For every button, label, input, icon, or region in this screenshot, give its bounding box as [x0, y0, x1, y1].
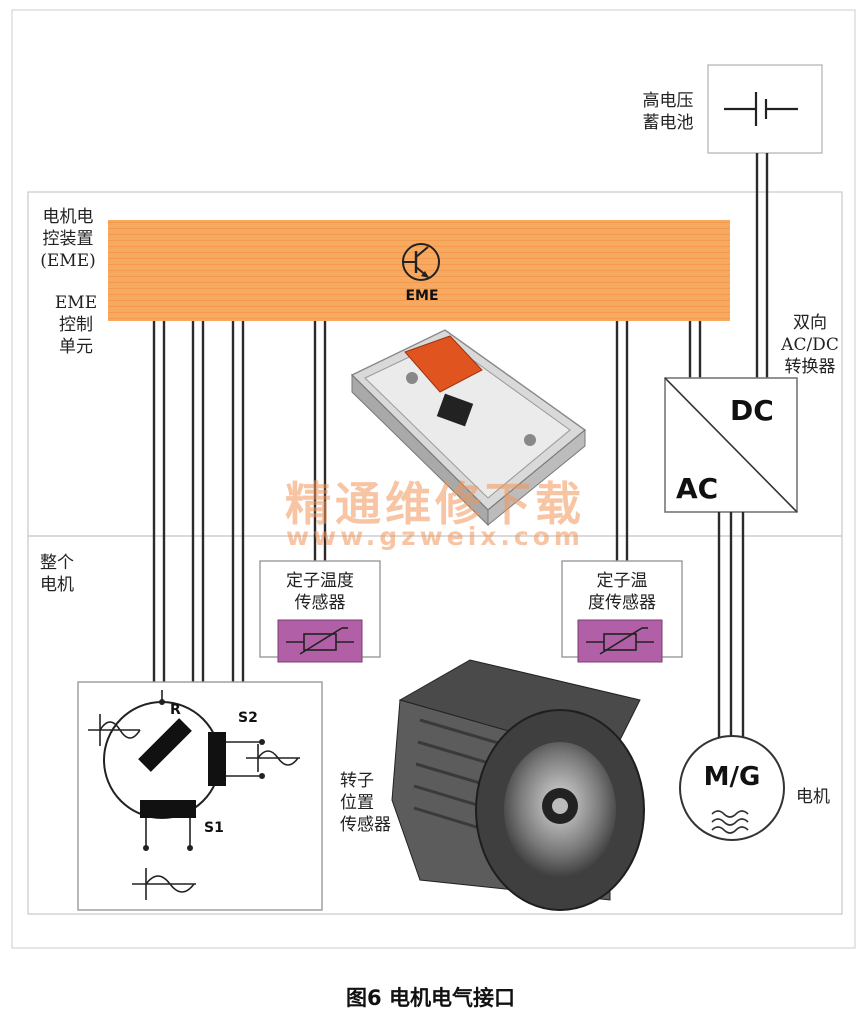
motor-label: 电机 — [796, 787, 830, 807]
motor-zone — [27, 535, 843, 915]
resolver-leads — [145, 690, 262, 848]
mg-label: M/G — [703, 762, 761, 792]
ac-label: AC — [676, 472, 719, 505]
sine-wave-icon — [132, 868, 196, 900]
converter-diagonal — [664, 377, 798, 513]
eme-chip-label: EME — [405, 288, 439, 304]
stator-sensor-wires — [313, 321, 629, 561]
tilde-wave-icon — [711, 810, 749, 834]
figure-caption: 图6 电机电气接口 — [346, 986, 515, 1010]
sine-wave-icon — [246, 744, 300, 772]
sine-wave-icon — [88, 714, 141, 746]
stator-sensor-right-label: 定子温 度传感器 — [588, 571, 656, 613]
battery-wires — [755, 153, 769, 378]
watermark-url: www.gzweix.com — [286, 522, 584, 551]
transistor-icon — [402, 243, 440, 281]
motor-illustration — [391, 659, 645, 911]
page-frame — [11, 9, 856, 949]
motor-wires — [717, 512, 745, 748]
whole-motor-label: 整个 电机 — [40, 553, 74, 595]
eme-unit-illustration — [350, 329, 587, 527]
rotor-sensor-label: 转子 位置 传感器 — [340, 771, 391, 835]
stator-sensor-left-label: 定子温度 传感器 — [286, 571, 354, 613]
rotor-winding — [138, 718, 192, 772]
resolver-s1-label: S1 — [204, 820, 224, 836]
thermistor-icon — [286, 627, 354, 655]
resolver-terminals — [143, 699, 265, 851]
hv-battery-label: 高电压 蓄电池 — [642, 91, 694, 133]
eme-name-label: 电机电 控装置 (EME) — [40, 207, 96, 271]
eme-converter-wires — [688, 321, 702, 378]
thermistor-icon — [586, 627, 654, 655]
eme-unit-label: EME 控制 单元 — [54, 293, 98, 357]
resolver-r-label: R — [170, 702, 181, 718]
resolver-wires — [152, 321, 245, 682]
resolver-s2-label: S2 — [238, 710, 258, 726]
mg-circle — [679, 735, 785, 841]
converter-name-label: 双向 AC/DC 转换器 — [781, 313, 839, 377]
watermark-title: 精通维修下载 — [285, 477, 585, 531]
s1-winding — [140, 800, 196, 818]
battery-symbol-icon — [724, 92, 798, 126]
s2-winding — [208, 732, 226, 786]
dc-label: DC — [730, 394, 774, 427]
